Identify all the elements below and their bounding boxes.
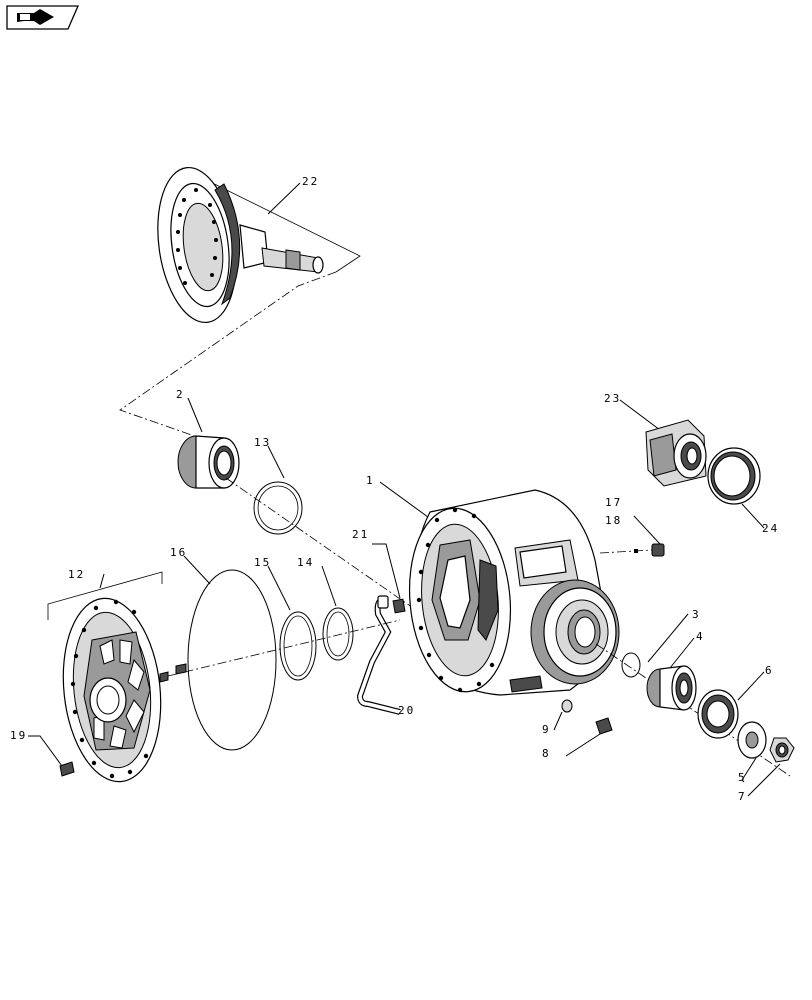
callout-23: 23 — [604, 392, 621, 405]
callout-12: 12 — [68, 568, 85, 581]
part-15-o-ring: 15 — [254, 556, 317, 681]
part-3-snap-ring: 3 — [621, 608, 701, 678]
part-23-yoke: 23 — [604, 392, 707, 487]
part-16-o-ring: 16 — [170, 546, 277, 751]
callout-15: 15 — [254, 556, 271, 569]
callout-4: 4 — [696, 630, 705, 643]
callout-21: 21 — [352, 528, 369, 541]
part-1-housing: 1 — [366, 474, 620, 696]
part-22-ring-gear-pinion: 22 — [157, 166, 361, 324]
part-9-washer: 9 — [542, 699, 573, 736]
callout-13: 13 — [254, 436, 271, 449]
part-6-seal: 6 — [697, 664, 774, 739]
callout-19: 19 — [10, 729, 27, 742]
part-5-washer: 5 — [737, 721, 767, 784]
part-24-seal: 24 — [707, 447, 779, 535]
callout-5: 5 — [738, 771, 747, 784]
arrow-hand-icon — [17, 9, 54, 25]
callout-20: 20 — [398, 704, 415, 717]
callout-18: 18 — [605, 514, 622, 527]
part-20-tube: 20 — [356, 595, 415, 717]
callout-1: 1 — [366, 474, 375, 487]
part-21-fitting: 21 — [352, 528, 406, 614]
nav-arrow-button[interactable] — [6, 5, 79, 30]
part-14-o-ring: 14 — [297, 556, 354, 661]
part-19-bolt: 19 — [10, 729, 75, 777]
part-4-bearing: 4 — [646, 630, 705, 711]
part-8-plug: 8 — [542, 717, 613, 760]
callout-14: 14 — [297, 556, 314, 569]
callout-3: 3 — [692, 608, 701, 621]
callout-8: 8 — [542, 747, 551, 760]
part-2-bearing: 2 — [176, 388, 240, 489]
callout-9: 9 — [542, 723, 551, 736]
part-7-nut: 7 — [738, 737, 795, 803]
part-12-cover: 12 — [47, 568, 187, 783]
part-13-snap-ring: 13 — [253, 436, 303, 535]
callout-7: 7 — [738, 790, 747, 803]
callout-24: 24 — [762, 522, 779, 535]
callout-6: 6 — [765, 664, 774, 677]
callout-17: 17 — [605, 496, 622, 509]
callout-2: 2 — [176, 388, 185, 401]
part-17-18-plug: 17 18 — [599, 496, 665, 557]
callout-22: 22 — [302, 175, 319, 188]
callout-16: 16 — [170, 546, 187, 559]
